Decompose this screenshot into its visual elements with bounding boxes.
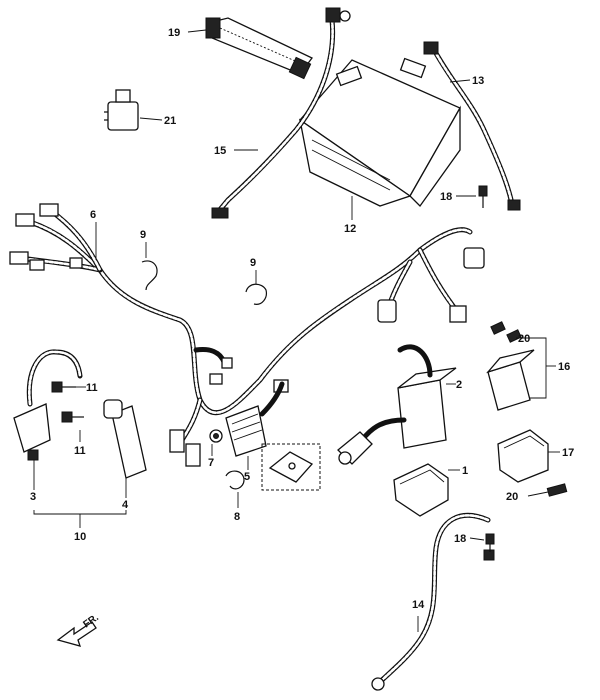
callout-labels: 19 21 15 12 13 18 6 9 9 20 16 2 11 11 3 … xyxy=(30,27,574,611)
callout-6: 6 xyxy=(90,209,96,221)
callout-11-lower: 11 xyxy=(74,445,86,457)
harness-clamp-part-left xyxy=(141,260,158,291)
callout-9-left: 9 xyxy=(140,229,146,241)
bolt-part-upper xyxy=(478,185,488,208)
bolt-part-lower xyxy=(485,533,495,552)
callout-5: 5 xyxy=(244,471,250,483)
fuse-cover-part xyxy=(497,429,549,483)
battery-part xyxy=(299,57,461,208)
callout-10: 10 xyxy=(74,531,86,543)
battery-negative-cable-part xyxy=(211,7,351,219)
front-direction-arrow: FR. xyxy=(56,612,101,647)
cdi-rubber-mount-part xyxy=(393,463,449,517)
callout-11-upper: 11 xyxy=(86,382,98,394)
relay-part xyxy=(104,89,139,131)
starter-cable-part xyxy=(371,512,495,691)
callout-8: 8 xyxy=(234,511,240,523)
spark-plug-cap-part xyxy=(103,399,147,479)
callout-4: 4 xyxy=(122,499,129,511)
callout-17: 17 xyxy=(562,447,574,459)
clamp-clip-part xyxy=(225,470,245,490)
callout-21: 21 xyxy=(164,115,176,127)
callout-9-center: 9 xyxy=(250,257,256,269)
callout-19: 19 xyxy=(168,27,180,39)
cdi-unit-part xyxy=(337,344,457,465)
mount-bracket-part xyxy=(261,443,321,491)
callout-7: 7 xyxy=(208,457,214,469)
callout-12: 12 xyxy=(344,223,356,235)
leader-lines xyxy=(33,29,560,632)
callout-16: 16 xyxy=(558,361,570,373)
coil-bolt-part-upper xyxy=(51,381,76,393)
callout-18-lower: 18 xyxy=(454,533,466,545)
callout-15: 15 xyxy=(214,145,226,157)
callout-1: 1 xyxy=(462,465,468,477)
callout-14: 14 xyxy=(412,599,425,611)
battery-strap-part xyxy=(205,17,313,80)
coil-bolt-part-lower xyxy=(61,411,84,423)
nut-part xyxy=(209,429,223,443)
callout-3: 3 xyxy=(30,491,36,503)
ignition-coil-part xyxy=(13,349,83,461)
battery-positive-cable-part xyxy=(423,41,521,211)
harness-clamp-part-center xyxy=(245,283,267,305)
callout-18-upper: 18 xyxy=(440,191,452,203)
callout-13: 13 xyxy=(472,75,484,87)
callout-2: 2 xyxy=(456,379,462,391)
callout-20-upper: 20 xyxy=(518,333,530,345)
fuse-part-lower xyxy=(546,483,568,497)
regulator-rectifier-part xyxy=(225,381,285,457)
main-wire-harness-part xyxy=(9,203,485,467)
callout-20-lower: 20 xyxy=(506,491,518,503)
starter-relay-part xyxy=(486,321,535,411)
